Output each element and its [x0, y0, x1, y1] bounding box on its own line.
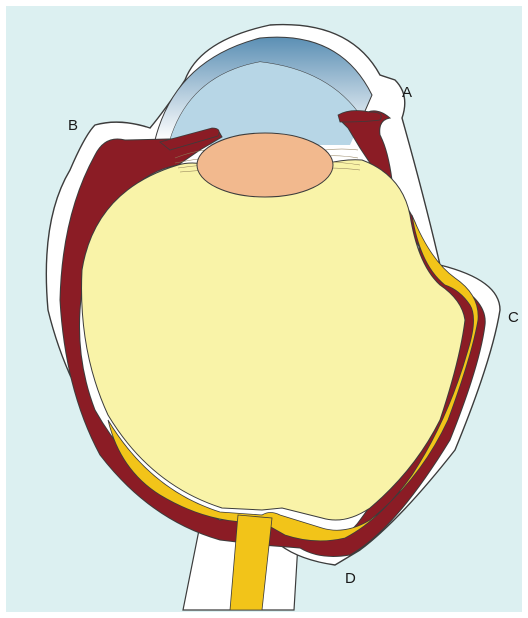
- lens: [197, 133, 333, 197]
- label-c: C: [508, 309, 519, 326]
- label-a: A: [402, 84, 412, 101]
- label-b: B: [68, 117, 78, 134]
- label-d: D: [345, 570, 356, 587]
- iris-right: [338, 111, 381, 122]
